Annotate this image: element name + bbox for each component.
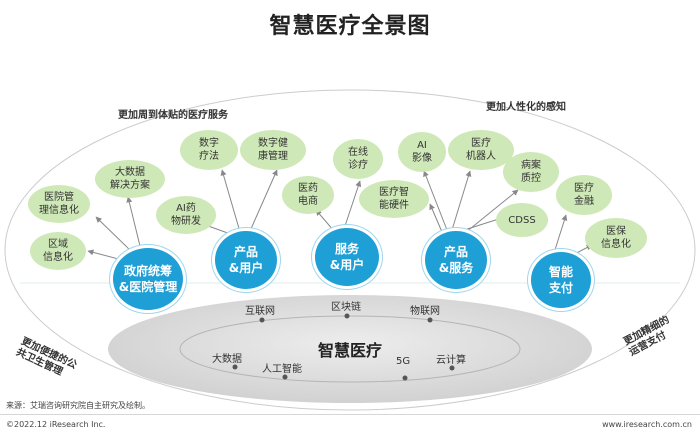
leaf-insurance-info: 医保 信息化 bbox=[585, 218, 647, 258]
leaf-smart-hardware: 医疗智 能硬件 bbox=[359, 180, 429, 218]
leaf-cdss: CDSS bbox=[496, 203, 548, 237]
leaf-ai-drug: AI药 物研发 bbox=[156, 196, 216, 234]
hub-service-user: 服务 &用户 bbox=[312, 225, 382, 289]
footer-divider bbox=[0, 414, 700, 415]
leaf-ai-imaging: AI 影像 bbox=[398, 132, 446, 172]
core-title: 智慧医疗 bbox=[317, 341, 382, 360]
tech-iot: 物联网 bbox=[410, 306, 440, 317]
leaf-digital-therapy: 数字 疗法 bbox=[180, 130, 238, 170]
tech-ai: 人工智能 bbox=[262, 364, 302, 375]
tech-big-data: 大数据 bbox=[212, 354, 242, 365]
outer-ellipse bbox=[4, 89, 696, 411]
leaf-medical-robot: 医疗 机器人 bbox=[448, 130, 514, 170]
hub-product-user: 产品 &用户 bbox=[212, 228, 280, 292]
leaf-hospital-info: 医院管 理信息化 bbox=[28, 185, 90, 223]
leaf-digital-health: 数字健 康管理 bbox=[240, 130, 306, 170]
tech-blockchain: 区块链 bbox=[331, 302, 361, 313]
tech-cloud: 云计算 bbox=[436, 355, 466, 366]
hub-gov-hospital: 政府统筹 &医院管理 bbox=[110, 245, 186, 313]
tech-5g: 5G bbox=[396, 356, 411, 367]
hub-product-service: 产品 &服务 bbox=[422, 228, 490, 292]
arc-label-top-left: 更加周到体贴的医疗服务 bbox=[118, 110, 228, 121]
hub-smart-payment: 智能 支付 bbox=[528, 249, 594, 311]
leaf-big-data-solution: 大数据 解决方案 bbox=[95, 160, 165, 198]
core-ring bbox=[179, 315, 521, 383]
arc-label-top-right: 更加人性化的感知 bbox=[486, 102, 566, 113]
copyright: ©2022.12 iResearch Inc. bbox=[6, 420, 106, 429]
tech-internet: 互联网 bbox=[245, 306, 275, 317]
leaf-pathology-qc: 病案 质控 bbox=[503, 152, 559, 192]
website-link[interactable]: www.iresearch.com.cn bbox=[602, 420, 692, 429]
tech-dots bbox=[232, 313, 455, 381]
core-ellipse bbox=[108, 295, 592, 403]
leaf-pharma-ecommerce: 医药 电商 bbox=[282, 176, 334, 214]
leaf-medical-finance: 医疗 金融 bbox=[556, 175, 612, 215]
leaf-online-diagnosis: 在线 诊疗 bbox=[333, 139, 383, 179]
leaf-regional-info: 区域 信息化 bbox=[30, 232, 86, 270]
source-note: 来源：艾瑞咨询研究院自主研究及绘制。 bbox=[6, 401, 150, 410]
page-title: 智慧医疗全景图 bbox=[269, 14, 431, 39]
